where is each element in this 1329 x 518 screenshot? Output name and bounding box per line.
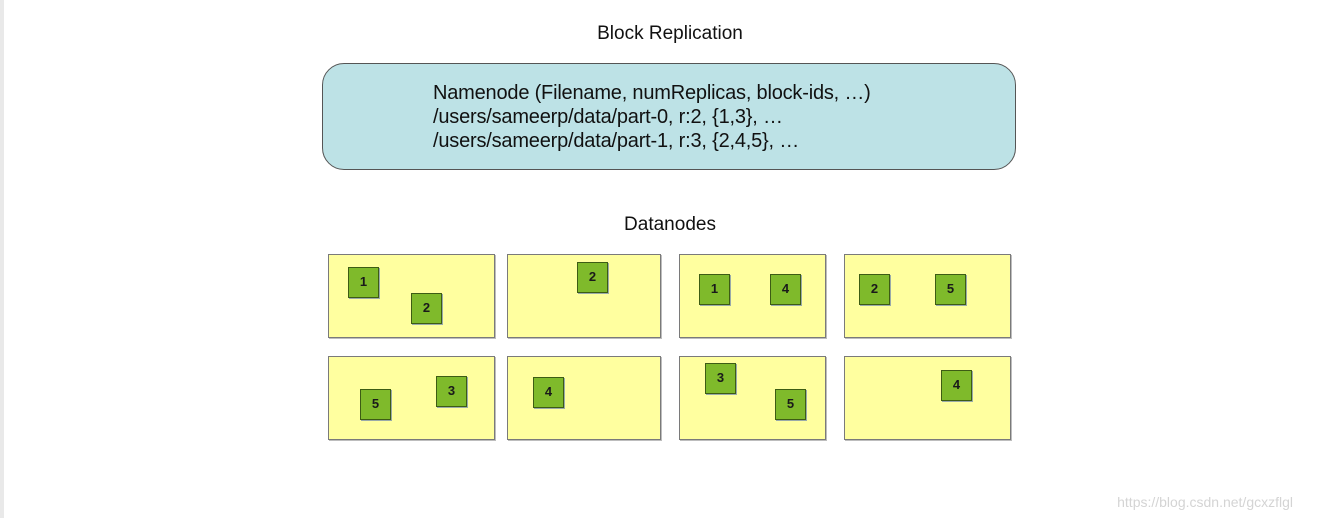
left-border	[0, 0, 4, 518]
datanode-2: 2	[507, 254, 661, 338]
block: 1	[348, 267, 379, 298]
block: 4	[533, 377, 564, 408]
datanode-7: 3 5	[679, 356, 826, 440]
block: 3	[705, 363, 736, 394]
datanode-6: 4	[507, 356, 661, 440]
block: 4	[770, 274, 801, 305]
namenode-file-entry-0: /users/sameerp/data/part-0, r:2, {1,3}, …	[433, 106, 783, 128]
datanode-8: 4	[844, 356, 1011, 440]
block: 4	[941, 370, 972, 401]
block: 2	[577, 262, 608, 293]
datanode-5: 5 3	[328, 356, 495, 440]
block: 5	[935, 274, 966, 305]
block: 5	[775, 389, 806, 420]
namenode-box: Namenode (Filename, numReplicas, block-i…	[322, 63, 1016, 170]
block: 3	[436, 376, 467, 407]
namenode-file-entry-1: /users/sameerp/data/part-1, r:3, {2,4,5}…	[433, 130, 800, 152]
datanode-1: 1 2	[328, 254, 495, 338]
namenode-text: Namenode (Filename, numReplicas, block-i…	[433, 81, 871, 153]
datanode-4: 2 5	[844, 254, 1011, 338]
watermark-url: https://blog.csdn.net/gcxzflgl	[1117, 494, 1293, 510]
block: 2	[859, 274, 890, 305]
namenode-header-line: Namenode (Filename, numReplicas, block-i…	[433, 82, 871, 104]
block: 1	[699, 274, 730, 305]
block: 5	[360, 389, 391, 420]
block: 2	[411, 293, 442, 324]
datanode-3: 1 4	[679, 254, 826, 338]
datanodes-label: Datanodes	[624, 214, 716, 235]
diagram-title: Block Replication	[597, 23, 743, 44]
